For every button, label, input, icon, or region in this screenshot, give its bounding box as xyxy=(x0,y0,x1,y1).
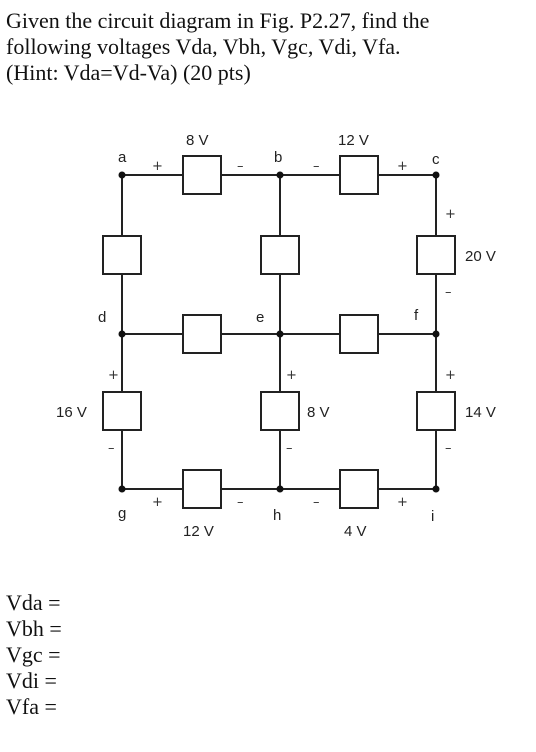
node-label-h: h xyxy=(273,507,281,524)
node-label-b: b xyxy=(274,149,282,166)
voltage-label-ab: 8 V xyxy=(186,132,209,149)
polarity-signs: + – – + + – + – + – + – + – – + xyxy=(108,159,456,510)
plus-sign-eh: + xyxy=(286,368,297,383)
problem-line-3: (Hint: Vda=Vd-Va) (20 pts) xyxy=(6,60,251,85)
node-h-dot xyxy=(276,485,284,493)
element-eh xyxy=(260,391,300,431)
element-cf xyxy=(416,235,456,275)
node-b-dot xyxy=(276,171,284,179)
node-i-dot xyxy=(432,485,440,493)
node-label-g: g xyxy=(118,505,126,522)
voltage-label-fi: 14 V xyxy=(465,404,496,421)
node-label-d: d xyxy=(98,309,106,326)
answer-vdi: Vdi = xyxy=(6,668,57,693)
answer-vda: Vda = xyxy=(6,590,61,615)
voltage-label-cf: 20 V xyxy=(465,248,496,265)
answer-vgc: Vgc = xyxy=(6,642,61,667)
minus-sign-gh: – xyxy=(237,495,244,510)
answer-vbh: Vbh = xyxy=(6,616,62,641)
node-d-dot xyxy=(118,330,126,338)
node-label-f: f xyxy=(414,307,419,324)
junction-dots xyxy=(118,171,440,493)
minus-sign-hi: – xyxy=(313,495,320,510)
element-gh xyxy=(182,469,222,509)
element-ab xyxy=(182,155,222,195)
voltage-labels: 8 V 12 V 20 V 16 V 8 V 14 V 12 V 4 V xyxy=(56,132,496,540)
element-fi xyxy=(416,391,456,431)
plus-sign-gh: + xyxy=(152,495,163,510)
answer-list: Vda = Vbh = Vgc = Vdi = Vfa = xyxy=(6,590,62,720)
node-g-dot xyxy=(118,485,126,493)
node-label-c: c xyxy=(432,151,440,168)
element-bc xyxy=(339,155,379,195)
voltage-label-bc: 12 V xyxy=(338,132,369,149)
voltage-label-eh: 8 V xyxy=(307,404,330,421)
voltage-label-gh: 12 V xyxy=(183,523,214,540)
node-label-a: a xyxy=(118,149,127,166)
plus-sign-fi: + xyxy=(445,368,456,383)
element-dg xyxy=(102,391,142,431)
problem-line-1: Given the circuit diagram in Fig. P2.27,… xyxy=(6,8,430,33)
voltage-label-dg: 16 V xyxy=(56,404,87,421)
node-labels: a b c d e f g h i xyxy=(98,149,440,525)
minus-sign-dg: – xyxy=(108,441,115,456)
node-e-dot xyxy=(276,330,284,338)
plus-sign-hi: + xyxy=(397,495,408,510)
node-c-dot xyxy=(432,171,440,179)
node-f-dot xyxy=(432,330,440,338)
minus-sign-fi: – xyxy=(445,441,452,456)
node-label-i: i xyxy=(431,508,434,525)
minus-sign-bc: – xyxy=(313,159,320,174)
minus-sign-eh: – xyxy=(286,441,293,456)
plus-sign-dg: + xyxy=(108,368,119,383)
answer-vfa: Vfa = xyxy=(6,694,57,719)
problem-statement: Given the circuit diagram in Fig. P2.27,… xyxy=(6,8,526,86)
element-be xyxy=(260,235,300,275)
plus-sign-bc: + xyxy=(397,159,408,174)
minus-sign-ab: – xyxy=(237,159,244,174)
minus-sign-cf: – xyxy=(445,285,452,300)
element-ef xyxy=(339,314,379,354)
element-ad xyxy=(102,235,142,275)
plus-sign-cf: + xyxy=(445,207,456,222)
voltage-label-hi: 4 V xyxy=(344,523,367,540)
plus-sign-ab: + xyxy=(152,159,163,174)
node-label-e: e xyxy=(256,309,264,326)
node-a-dot xyxy=(118,171,126,179)
element-hi xyxy=(339,469,379,509)
element-de xyxy=(182,314,222,354)
elements xyxy=(102,155,456,509)
problem-line-2: following voltages Vda, Vbh, Vgc, Vdi, V… xyxy=(6,34,401,59)
